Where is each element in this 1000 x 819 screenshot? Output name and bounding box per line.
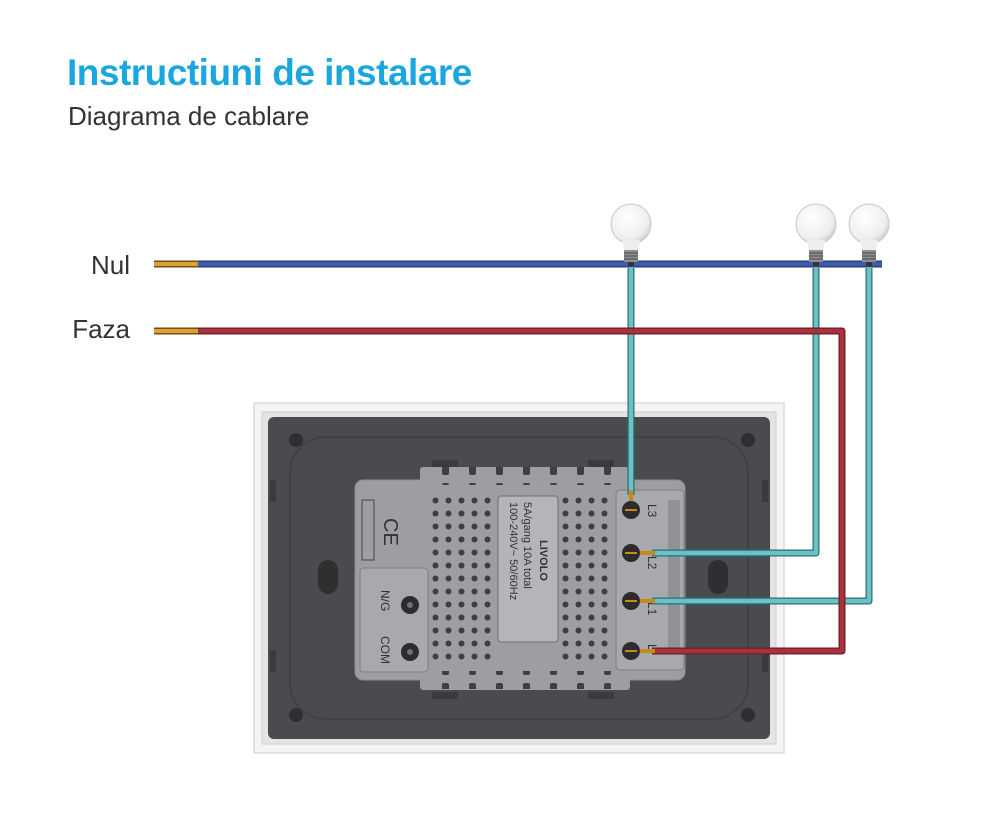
phase-wire bbox=[154, 327, 846, 655]
load-wire-l2 bbox=[652, 268, 820, 557]
switch-module: 100-240V~ 50/60Hz 5A/gang 10A total LIVO… bbox=[354, 467, 686, 690]
side-label-com: COM bbox=[378, 636, 392, 664]
terminal-screws bbox=[622, 501, 640, 660]
page-title: Instructiuni de instalare bbox=[67, 52, 472, 93]
neutral-label: Nul bbox=[91, 250, 130, 280]
rating-line2: 5A/gang 10A total bbox=[521, 502, 533, 589]
brand-logo: LIVOLO bbox=[537, 540, 549, 581]
rating-line1: 100-240V~ 50/60Hz bbox=[507, 502, 519, 600]
terminal-label-l1: L1 bbox=[645, 602, 659, 616]
terminal-label-l3: L3 bbox=[645, 504, 659, 518]
light-bulb-icon bbox=[795, 203, 837, 266]
light-bulb-icon bbox=[610, 203, 652, 266]
phase-label: Faza bbox=[72, 314, 130, 344]
load-wire-l1 bbox=[652, 268, 873, 605]
page-subtitle: Diagrama de cablare bbox=[68, 101, 310, 131]
side-label-ng: N/G bbox=[378, 590, 392, 611]
terminal-label-l2: L2 bbox=[645, 556, 659, 570]
ce-mark: CE bbox=[379, 518, 401, 546]
wires bbox=[154, 260, 882, 655]
light-bulb-icon bbox=[848, 203, 890, 266]
